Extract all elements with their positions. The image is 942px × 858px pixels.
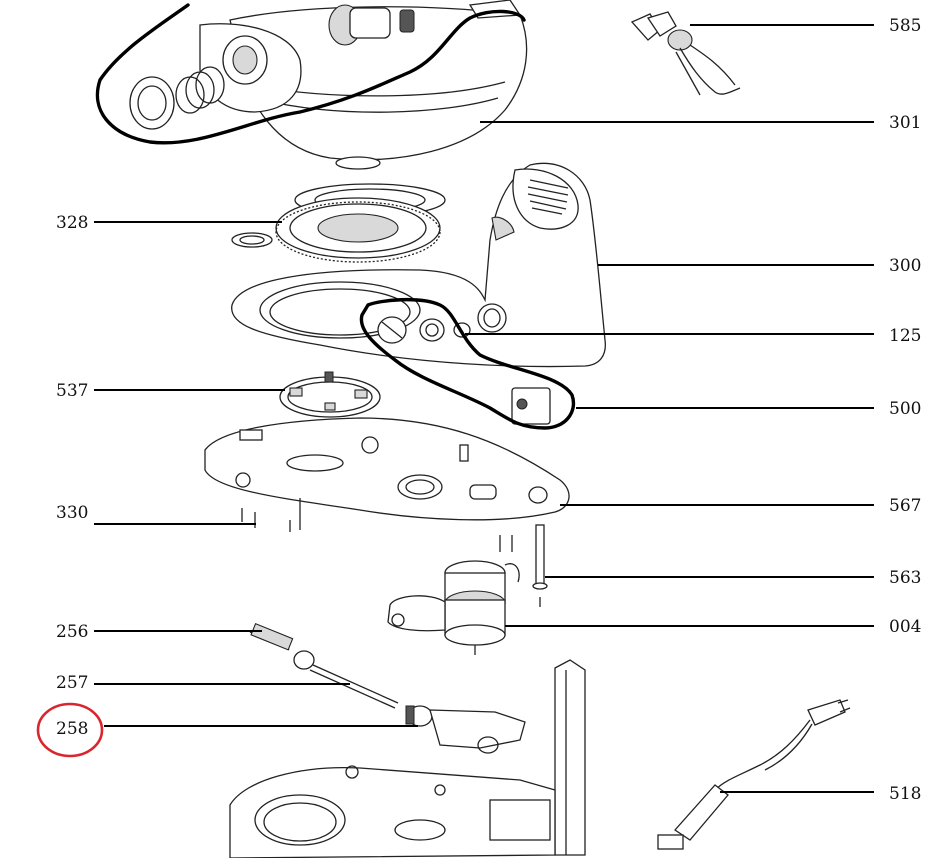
label-330: 330: [56, 503, 88, 523]
label-004: 004: [889, 617, 921, 637]
part-563-rod: [499, 524, 548, 607]
part-585-hinge: [630, 11, 741, 96]
label-500: 500: [889, 399, 921, 419]
part-537-plate: [279, 371, 381, 418]
label-537: 537: [56, 381, 88, 401]
label-567: 567: [889, 496, 921, 516]
part-567-base-plate: [204, 417, 570, 532]
label-125: 125: [889, 326, 921, 346]
part-518-power-cord: [657, 699, 851, 850]
part-004-motor: [387, 560, 520, 655]
part-gearbox-frame: [229, 659, 586, 858]
label-563: 563: [889, 568, 921, 588]
leader-lines: [94, 24, 874, 793]
label-328: 328: [56, 213, 88, 233]
highlight-circle-258: [36, 702, 104, 758]
label-518: 518: [889, 784, 921, 804]
label-257: 257: [56, 673, 88, 693]
label-585: 585: [889, 16, 921, 36]
label-256: 256: [56, 622, 88, 642]
label-258: 258: [56, 719, 88, 739]
part-328-gear-ring: [231, 183, 446, 263]
label-300: 300: [889, 256, 921, 276]
label-301: 301: [889, 113, 921, 133]
part-bowl: [95, 0, 528, 170]
part-labels: 585 301 328 300 125 537 500 330 567 563 …: [56, 16, 921, 804]
